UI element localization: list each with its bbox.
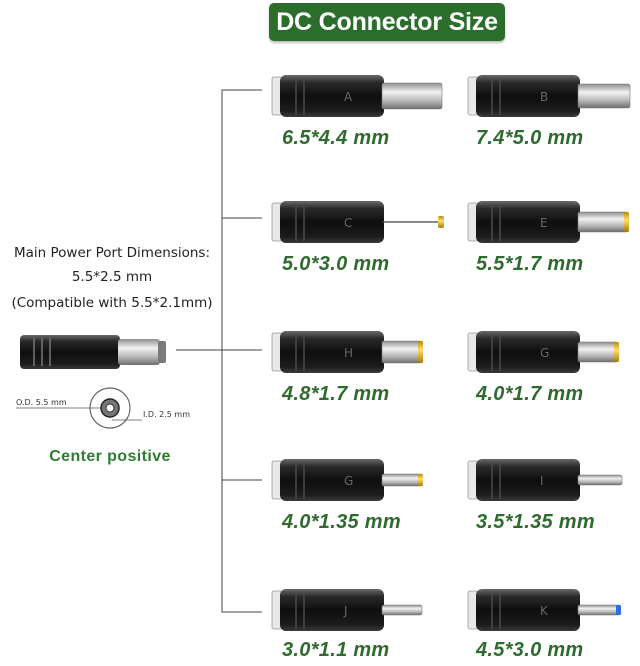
connector-marking: J (343, 604, 348, 618)
connector-tip: H (271, 331, 423, 373)
outer-diameter-label: O.D. 5.5 mm (16, 398, 67, 407)
connector-marking: A (344, 90, 353, 104)
page-title: DC Connector Size (269, 3, 505, 41)
connector-tip: G (467, 331, 619, 373)
connector-tip: E (467, 201, 629, 243)
polarity-label: Center positive (49, 448, 171, 465)
connector-size-label: 4.0*1.35 mm (282, 511, 401, 533)
main-power-plug (20, 335, 166, 369)
plug-end-view (16, 387, 142, 429)
connector-marking: K (540, 604, 549, 618)
inner-diameter-label: I.D. 2.5 mm (143, 410, 190, 419)
connector-marking: H (344, 346, 353, 360)
connector-marking: B (540, 90, 548, 104)
connector-size-label: 3.0*1.1 mm (282, 639, 390, 661)
connector-size-label: 7.4*5.0 mm (476, 127, 584, 149)
connector-tip: I (467, 459, 623, 501)
bracket-line (221, 89, 262, 613)
connector-size-label: 5.0*3.0 mm (282, 253, 390, 275)
main-port-compat: (Compatible with 5.5*2.1mm) (11, 295, 213, 311)
connector-tip: G (271, 459, 423, 501)
connector-tip: J (271, 589, 423, 631)
connector-size-label: 4.5*3.0 mm (476, 639, 584, 661)
connector-marking: E (540, 216, 548, 230)
connector-size-label: 4.8*1.7 mm (282, 383, 390, 405)
connector-size-label: 6.5*4.4 mm (282, 127, 390, 149)
main-port-heading: Main Power Port Dimensions: (13, 245, 211, 261)
connector-size-label: 3.5*1.35 mm (476, 511, 595, 533)
connector-tip: A (271, 75, 443, 117)
connector-marking: G (344, 474, 353, 488)
connector-marking: G (540, 346, 549, 360)
main-port-size: 5.5*2.5 mm (71, 269, 153, 285)
connector-tip: B (467, 75, 631, 117)
connector-marking: C (344, 216, 352, 230)
connector-marking: I (540, 474, 544, 488)
connector-tip: C (271, 201, 444, 243)
connector-size-label: 4.0*1.7 mm (476, 383, 584, 405)
connector-tip: K (467, 589, 621, 631)
connector-size-label: 5.5*1.7 mm (476, 253, 584, 275)
